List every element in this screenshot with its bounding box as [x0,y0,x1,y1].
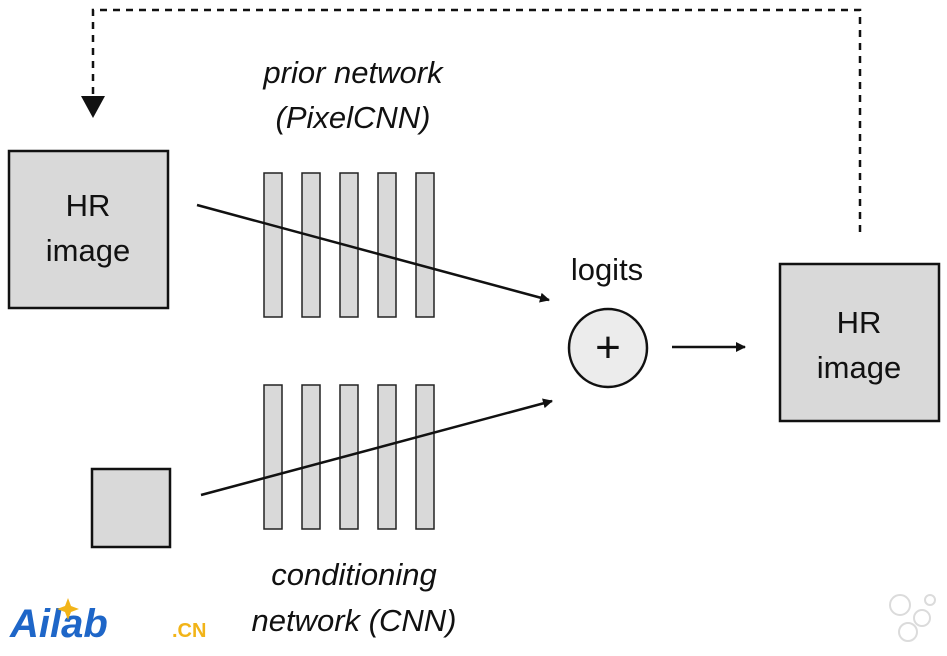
prior-layer [301,172,321,318]
conditioning-layer [301,384,321,530]
output-hr-image-box [778,262,941,423]
input-hr-image-box [7,149,170,310]
prior-network-label: prior network [262,55,444,90]
output-hr-image: HR image [778,262,941,423]
feedback-loop [81,8,862,232]
watermark-dot [898,622,918,642]
output-hr-image-line1: HR [837,305,882,340]
conditioning-network-label: conditioning [271,557,436,592]
sparkle-icon [57,598,79,620]
logits-label: logits [571,252,643,287]
watermark-dot [913,609,931,627]
feedback-arrowhead [81,96,105,118]
prior-network-layers [263,172,435,318]
ailab-watermark-logo: Ailab .CN [9,598,206,646]
sum-circle [567,307,649,389]
sum-combiner: + [567,307,649,389]
output-hr-image-line2: image [817,350,901,385]
conditioning-layer [377,384,397,530]
decorative-watermark-icon [889,594,936,642]
watermark-dot [924,594,936,606]
conditioning-layer [263,384,283,530]
feedback-dashed-line [91,8,862,232]
input-hr-image-line1: HR [66,188,111,223]
prior-flow-arrow [196,203,550,303]
input-hr-image: HR image [7,149,170,310]
prior-network-sublabel: (PixelCNN) [276,100,431,135]
conditioning-network-layers [263,384,435,530]
conditioning-input-box [90,467,172,549]
conditioning-network-sublabel: network (CNN) [252,603,457,638]
conditioning-flow-arrow [200,398,553,497]
prior-layer [415,172,435,318]
input-hr-image-line2: image [46,233,130,268]
prior-layer [263,172,283,318]
watermark-dot [889,594,911,616]
prior-layer [377,172,397,318]
plus-icon: + [595,323,621,372]
ailab-logo-suffix: .CN [172,620,206,642]
conditioning-layer [415,384,435,530]
